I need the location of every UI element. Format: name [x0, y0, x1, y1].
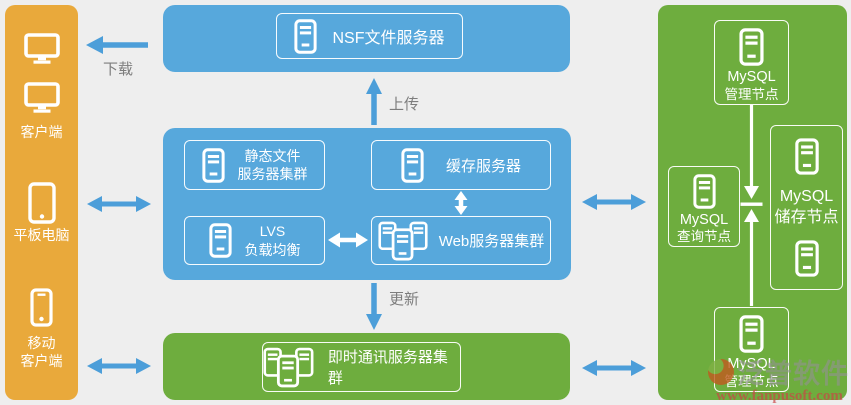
tablet-text: 平板电脑: [13, 227, 70, 243]
im-server-cluster-box: 即时通讯服务器集群: [163, 333, 570, 400]
desktop-client-icon-2: [5, 82, 78, 113]
lvs-label: LVS 负载均衡: [245, 222, 301, 258]
server-icon: [294, 19, 317, 54]
upload-text: 上传: [389, 96, 420, 113]
mysql-management-node-bottom-box: MySQL 管理节点: [714, 307, 789, 392]
mysql-mgmt-bottom-line1: MySQL: [727, 356, 776, 373]
mysql-query-node-box: MySQL 查询节点: [668, 166, 740, 247]
update-arrow-icon: [366, 283, 382, 330]
mysql-query-line1: MySQL: [679, 211, 729, 228]
tablet-icon: [5, 182, 78, 224]
mysql-query-line2: 查询节点: [677, 229, 731, 245]
server-icon: [693, 174, 716, 209]
server-icon: [209, 223, 232, 258]
mysql-storage-node-box: MySQL 储存节点: [770, 125, 843, 290]
lvs-line2: 负载均衡: [244, 241, 301, 258]
mysql-storage-line1: MySQL: [779, 187, 834, 205]
desktop-client-icon: [5, 33, 78, 64]
mobile-clients-label: 移动 客户端: [5, 335, 78, 371]
cluster-mysql-bidirectional-arrow-icon: [582, 194, 646, 210]
server-icon: [739, 315, 764, 353]
cache-web-bidirectional-arrow-icon: [454, 191, 468, 215]
im-mysql-bidirectional-arrow-icon: [582, 360, 646, 376]
tablet-label: 平板电脑: [5, 227, 78, 245]
im-cluster-label: 即时通讯服务器集群: [327, 349, 448, 387]
mobile-clients-text-1: 移动: [27, 335, 56, 351]
clients-panel: 客户端 平板电脑 移动 客户端: [5, 5, 78, 400]
nsf-file-server-box: NSF文件服务器: [163, 5, 570, 72]
app-cluster-box: 静态文件 服务器集群 缓存服务器 LVS 负载均衡 Web服务器集群: [163, 128, 571, 280]
upload-label: 上传: [389, 93, 419, 114]
mysql-mgmt-top-line2: 管理节点: [724, 86, 779, 102]
nsf-label: NSF文件服务器: [332, 30, 445, 47]
mobile-clients-text-2: 客户端: [20, 352, 63, 369]
update-text: 更新: [389, 291, 420, 308]
server-cluster-icon: [263, 347, 314, 388]
lvs-load-balancer-box: LVS 负载均衡: [184, 216, 325, 265]
cache-server-label: 缓存服务器: [445, 157, 521, 175]
lvs-web-bidirectional-arrow-icon: [328, 232, 368, 248]
server-icon: [795, 240, 819, 277]
upload-arrow-icon: [366, 78, 382, 125]
server-icon: [202, 148, 225, 183]
desktop-clients-label: 客户端: [5, 124, 78, 142]
clients-im-bidirectional-arrow-icon: [87, 358, 151, 374]
static-line1: 静态文件: [244, 147, 301, 164]
mysql-mgmt-bottom-line2: 管理节点: [724, 373, 779, 389]
mysql-panel: MySQL 管理节点 MySQL 查询节点 MySQL 储存节点 MySQL 管…: [658, 5, 847, 400]
static-line2: 服务器集群: [237, 166, 308, 182]
web-cluster-label: Web服务器集群: [438, 233, 545, 250]
static-file-cluster-label: 静态文件 服务器集群: [238, 147, 308, 183]
mysql-storage-label: MySQL 储存节点: [774, 187, 838, 229]
download-arrow-icon: [86, 36, 148, 54]
server-cluster-icon: [378, 221, 428, 261]
server-icon: [739, 28, 764, 66]
static-file-cluster-box: 静态文件 服务器集群: [184, 140, 325, 190]
update-label: 更新: [389, 288, 419, 309]
mysql-storage-line2: 储存节点: [774, 208, 839, 226]
download-label: 下载: [103, 58, 133, 79]
im-inner-box: 即时通讯服务器集群: [262, 342, 461, 392]
server-icon: [795, 138, 819, 175]
desktop-clients-text: 客户端: [20, 124, 63, 140]
server-icon: [401, 148, 424, 183]
phone-icon: [5, 288, 78, 327]
nsf-inner-box: NSF文件服务器: [276, 13, 463, 59]
mysql-connector-arrows-icon: [740, 105, 763, 306]
web-server-cluster-box: Web服务器集群: [371, 216, 551, 265]
clients-cluster-bidirectional-arrow-icon: [87, 196, 151, 212]
mysql-mgmt-top-line1: MySQL: [727, 69, 776, 86]
download-text: 下载: [103, 61, 134, 78]
mysql-management-node-top-box: MySQL 管理节点: [714, 20, 789, 105]
cache-server-box: 缓存服务器: [371, 140, 551, 190]
lvs-line1: LVS: [259, 223, 286, 240]
